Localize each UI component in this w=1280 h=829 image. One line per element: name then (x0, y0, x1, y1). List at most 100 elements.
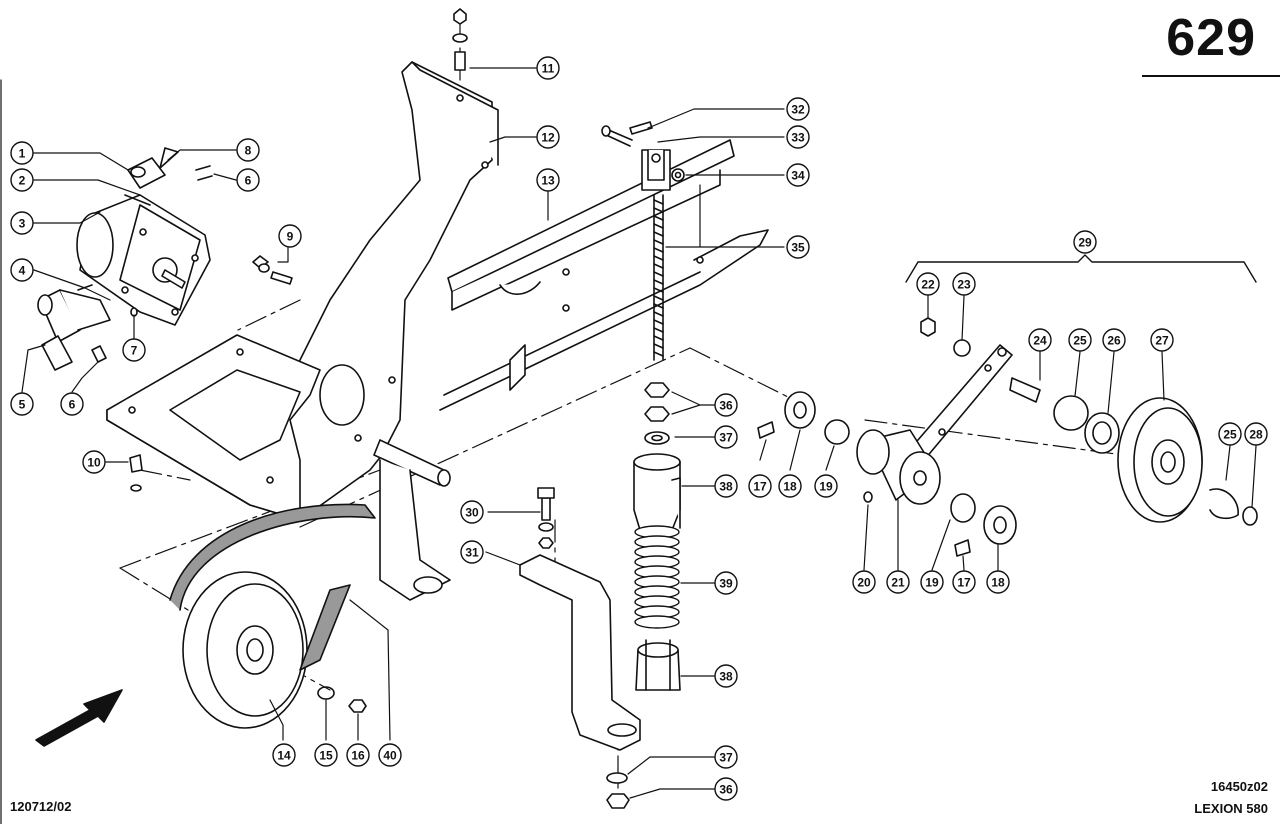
callout-17: 17 (952, 570, 976, 594)
page-number-rule (1142, 75, 1280, 77)
callout-label: 21 (891, 576, 905, 590)
callout-label: 11 (542, 62, 555, 76)
callout-label: 36 (719, 783, 733, 797)
callout-label: 23 (957, 278, 971, 292)
main-bracket (284, 61, 499, 521)
callout-24: 24 (1028, 328, 1052, 352)
angle-rail (439, 139, 769, 411)
callout-circle (10, 258, 34, 282)
callout-label: 30 (465, 506, 479, 520)
callout-32: 32 (786, 97, 810, 121)
callout-4: 4 (10, 258, 34, 282)
callout-circle (1073, 230, 1097, 254)
callout-18: 18 (778, 474, 802, 498)
callout-label: 5 (19, 398, 26, 412)
callout-label: 19 (925, 576, 939, 590)
callout-label: 24 (1033, 334, 1047, 348)
callout-label: 35 (791, 241, 805, 255)
mounting-plate (106, 334, 321, 521)
callout-19: 19 (920, 570, 944, 594)
callout-31: 31 (460, 540, 484, 564)
callout-label: 15 (319, 749, 333, 763)
callout-circle (952, 272, 976, 296)
callout-19: 19 (814, 474, 838, 498)
callout-38: 38 (714, 664, 738, 688)
callout-label: 29 (1078, 236, 1092, 250)
callout-circle (748, 474, 772, 498)
bushings-and-rings (757, 317, 1120, 557)
callout-circle (236, 168, 260, 192)
shaft (373, 439, 451, 601)
callout-circle (1244, 422, 1268, 446)
callout-label: 17 (753, 480, 767, 494)
callout-9: 9 (278, 224, 302, 248)
callout-6: 6 (236, 168, 260, 192)
callout-label: 2 (19, 174, 26, 188)
callout-23: 23 (952, 272, 976, 296)
callout-label: 6 (69, 398, 76, 412)
callout-label: 38 (719, 670, 733, 684)
callout-5: 5 (10, 392, 34, 416)
callout-38: 38 (714, 474, 738, 498)
callout-label: 1 (19, 147, 26, 161)
callout-circle (10, 168, 34, 192)
callout-circle (536, 168, 560, 192)
callout-circle (1150, 328, 1174, 352)
callout-circle (920, 570, 944, 594)
callout-label: 36 (719, 399, 733, 413)
callout-circle (82, 450, 106, 474)
callout-circle (10, 211, 34, 235)
callout-6: 6 (60, 392, 84, 416)
callout-label: 26 (1107, 334, 1121, 348)
callout-label: 18 (783, 480, 797, 494)
callout-30: 30 (460, 500, 484, 524)
callout-circle (10, 392, 34, 416)
callout-circle (714, 425, 738, 449)
callout-39: 39 (714, 571, 738, 595)
callout-circle (460, 540, 484, 564)
callout-circle (786, 235, 810, 259)
callout-leaders (21, 67, 1257, 799)
callout-circle (378, 743, 402, 767)
callout-label: 32 (791, 103, 805, 117)
callout-label: 37 (719, 751, 733, 765)
callout-label: 4 (19, 264, 26, 278)
callout-label: 12 (541, 131, 555, 145)
callout-label: 39 (719, 577, 733, 591)
callout-33: 33 (786, 125, 810, 149)
callout-28: 28 (1244, 422, 1268, 446)
callout-circle (952, 570, 976, 594)
callout-circle (1102, 328, 1126, 352)
callout-circle (714, 745, 738, 769)
tension-arm (856, 344, 1013, 505)
page-number: 629 (1166, 9, 1256, 67)
callout-34: 34 (786, 163, 810, 187)
direction-arrow (35, 689, 123, 747)
callout-label: 25 (1073, 334, 1087, 348)
callout-circle (786, 97, 810, 121)
callout-circle (122, 338, 146, 362)
callout-7: 7 (122, 338, 146, 362)
callout-circle (1028, 328, 1052, 352)
threaded-rod (653, 194, 664, 361)
callout-circle (886, 570, 910, 594)
callout-circle (986, 570, 1010, 594)
callout-22: 22 (916, 272, 940, 296)
document-id: 120712/02 (10, 799, 72, 814)
callout-label: 28 (1249, 428, 1263, 442)
fasteners (129, 8, 468, 492)
callout-36: 36 (714, 777, 738, 801)
callout-15: 15 (314, 743, 338, 767)
callout-16: 16 (346, 743, 370, 767)
callout-label: 8 (245, 144, 252, 158)
callout-label: 38 (719, 480, 733, 494)
callout-circle (60, 392, 84, 416)
clevis (601, 121, 685, 191)
callout-label: 6 (245, 174, 252, 188)
callout-27: 27 (1150, 328, 1174, 352)
group-bracket-29 (905, 254, 1257, 283)
callout-12: 12 (536, 125, 560, 149)
callout-label: 17 (957, 576, 971, 590)
callout-circle (786, 125, 810, 149)
